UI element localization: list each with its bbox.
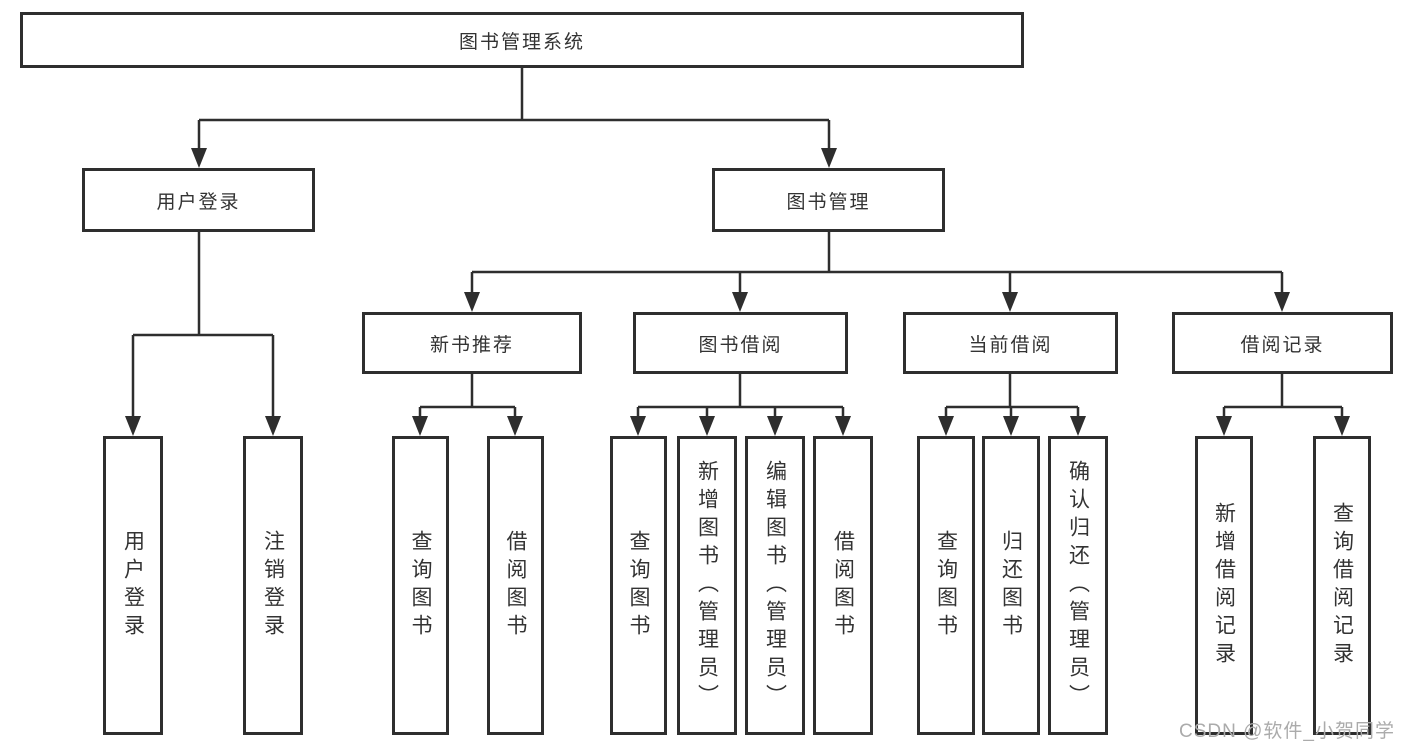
leaf-records-query-borrow-record-label: 查询借阅记录 [1330,501,1354,670]
node-user-login-label: 用户登录 [156,191,241,213]
leaf-current-confirm-return-admin-label: 确认归还（管理员） [1066,459,1090,712]
leaf-user-login-label: 用户登录 [121,529,145,642]
arrowhead-icon [412,416,428,436]
leaf-current-return-books-label: 归还图书 [999,529,1023,642]
arrowhead-icon [1070,416,1086,436]
node-current-borrow-label: 当前借阅 [968,334,1053,356]
leaf-current-confirm-return-admin: 确认归还（管理员） [1048,436,1108,735]
watermark: CSDN @软件_小贺同学 [1179,721,1395,742]
leaf-records-add-borrow-record: 新增借阅记录 [1195,436,1253,735]
arrowhead-icon [699,416,715,436]
leaf-borrow-query-books: 查询图书 [610,436,667,735]
node-book-management: 图书管理 [712,168,945,232]
leaf-borrow-edit-books-admin: 编辑图书（管理员） [745,436,805,735]
connector-current-borrow-to-leaves [938,374,1086,436]
arrowhead-icon [630,416,646,436]
node-root-label: 图书管理系统 [458,31,585,53]
leaf-records-query-borrow-record: 查询借阅记录 [1313,436,1371,735]
leaf-newbook-borrow-books: 借阅图书 [487,436,544,735]
arrowhead-icon [191,148,207,168]
node-book-borrow-label: 图书借阅 [698,334,783,356]
node-borrow-records: 借阅记录 [1172,312,1393,374]
arrowhead-icon [938,416,954,436]
arrowhead-icon [1003,416,1019,436]
leaf-current-query-books: 查询图书 [917,436,975,735]
connector-borrow-records-to-leaves [1216,374,1350,436]
leaf-borrow-add-books-admin-label: 新增图书（管理员） [695,459,719,712]
leaf-current-return-books: 归还图书 [982,436,1040,735]
arrowhead-icon [265,416,281,436]
arrowhead-icon [1002,292,1018,312]
arrowhead-icon [835,416,851,436]
connector-root-to-level2 [191,68,837,168]
arrowhead-icon [464,292,480,312]
arrowhead-icon [125,416,141,436]
connector-user-login-to-leaves [125,232,281,436]
leaf-current-query-books-label: 查询图书 [934,529,958,642]
connector-new-book-to-leaves [412,374,523,436]
leaf-borrow-borrow-books: 借阅图书 [813,436,873,735]
leaf-borrow-borrow-books-label: 借阅图书 [831,529,855,642]
leaf-user-login: 用户登录 [103,436,163,735]
node-current-borrow: 当前借阅 [903,312,1118,374]
node-book-borrow: 图书借阅 [633,312,848,374]
node-new-book-recommend-label: 新书推荐 [429,334,514,356]
leaf-logout-login: 注销登录 [243,436,303,735]
leaf-borrow-add-books-admin: 新增图书（管理员） [677,436,737,735]
leaf-newbook-query-books-label: 查询图书 [409,529,432,642]
arrowhead-icon [1334,416,1350,436]
connector-book-mgmt-to-level3 [464,232,1290,312]
node-user-login: 用户登录 [82,168,315,232]
leaf-newbook-query-books: 查询图书 [392,436,449,735]
arrowhead-icon [1274,292,1290,312]
arrowhead-icon [507,416,523,436]
node-borrow-records-label: 借阅记录 [1240,334,1325,356]
leaf-newbook-borrow-books-label: 借阅图书 [504,529,527,642]
connector-book-borrow-to-leaves [630,374,851,436]
arrowhead-icon [821,148,837,168]
arrowhead-icon [1216,416,1232,436]
leaf-logout-login-label: 注销登录 [261,529,285,642]
leaf-records-add-borrow-record-label: 新增借阅记录 [1212,501,1236,670]
node-book-management-label: 图书管理 [786,191,871,213]
arrowhead-icon [732,292,748,312]
arrowhead-icon [767,416,783,436]
node-new-book-recommend: 新书推荐 [362,312,582,374]
leaf-borrow-query-books-label: 查询图书 [627,529,650,642]
node-root: 图书管理系统 [20,12,1024,68]
leaf-borrow-edit-books-admin-label: 编辑图书（管理员） [763,459,787,712]
